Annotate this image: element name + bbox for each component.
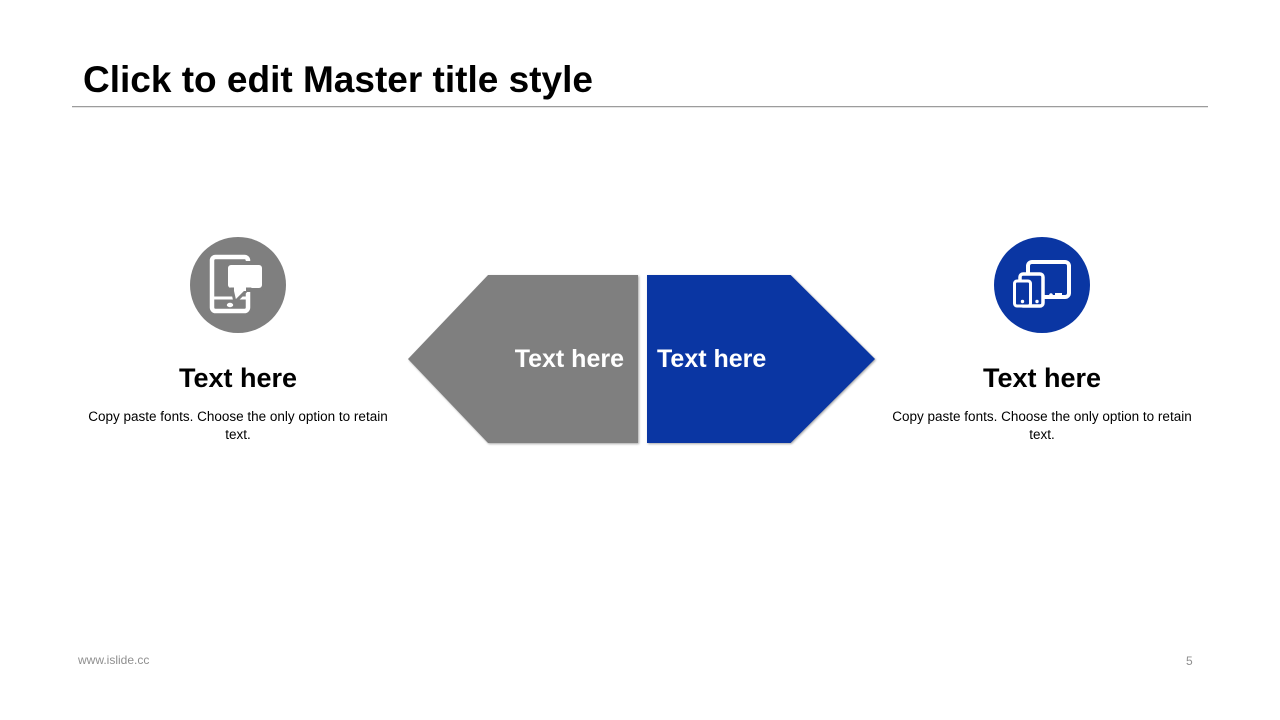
responsive-devices-icon [1013, 260, 1071, 308]
right-icon-badge[interactable] [994, 237, 1090, 333]
arrow-left-shape[interactable]: Text here [408, 275, 638, 443]
footer-url: www.islide.cc [78, 653, 150, 667]
phone-chat-icon [209, 254, 266, 314]
right-body[interactable]: Copy paste fonts. Choose the only option… [892, 409, 1192, 442]
arrow-right-label: Text here [657, 344, 767, 373]
page-number: 5 [1186, 654, 1193, 668]
right-heading[interactable]: Text here [982, 363, 1102, 393]
left-body[interactable]: Copy paste fonts. Choose the only option… [88, 409, 388, 442]
slide-title[interactable]: Click to edit Master title style [83, 59, 593, 100]
title-divider [72, 106, 1208, 107]
left-icon-badge[interactable] [190, 237, 286, 333]
arrow-left-label: Text here [514, 344, 624, 373]
arrow-right-shape[interactable]: Text here [647, 275, 875, 443]
left-heading[interactable]: Text here [178, 363, 298, 393]
